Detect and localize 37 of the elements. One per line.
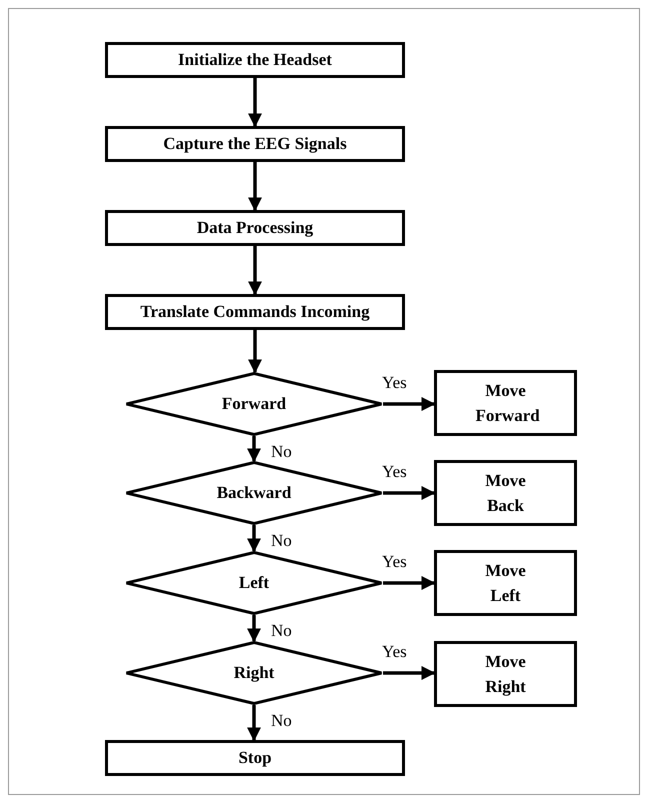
arrow [248, 330, 262, 374]
arrow [383, 666, 436, 680]
arrow [383, 397, 436, 411]
node-text: Backward [216, 482, 292, 504]
node-text: Translate Commands Incoming [140, 301, 370, 324]
arrow [247, 436, 261, 462]
node-text: Move Back [484, 470, 527, 517]
arrow [248, 78, 262, 128]
decision-diamond [125, 551, 383, 615]
process-box [105, 740, 405, 776]
node-text: Capture the EEG Signals [163, 133, 347, 156]
arrow [383, 486, 436, 500]
arrow [247, 705, 261, 742]
process-box [105, 42, 405, 78]
decision-diamond [125, 372, 383, 436]
node-text: Right [234, 662, 274, 684]
decision-diamond [125, 461, 383, 525]
node-text: Initialize the Headset [178, 49, 332, 72]
arrow [248, 162, 262, 212]
node-text: Left [238, 572, 270, 594]
arrow [247, 525, 261, 552]
process-box [434, 641, 577, 707]
process-box [105, 294, 405, 330]
process-box [434, 370, 577, 436]
arrow [248, 246, 262, 296]
process-box [105, 210, 405, 246]
decision-diamond [125, 641, 383, 705]
node-text: Move Right [484, 650, 527, 698]
arrow [247, 615, 261, 642]
process-box [434, 550, 577, 616]
node-text: Stop [238, 747, 272, 770]
node-text: Move Left [484, 560, 527, 607]
process-box [105, 126, 405, 162]
arrow [383, 576, 436, 590]
node-text: Data Processing [196, 217, 314, 240]
process-box [434, 460, 577, 526]
node-text: Forward [222, 393, 286, 416]
